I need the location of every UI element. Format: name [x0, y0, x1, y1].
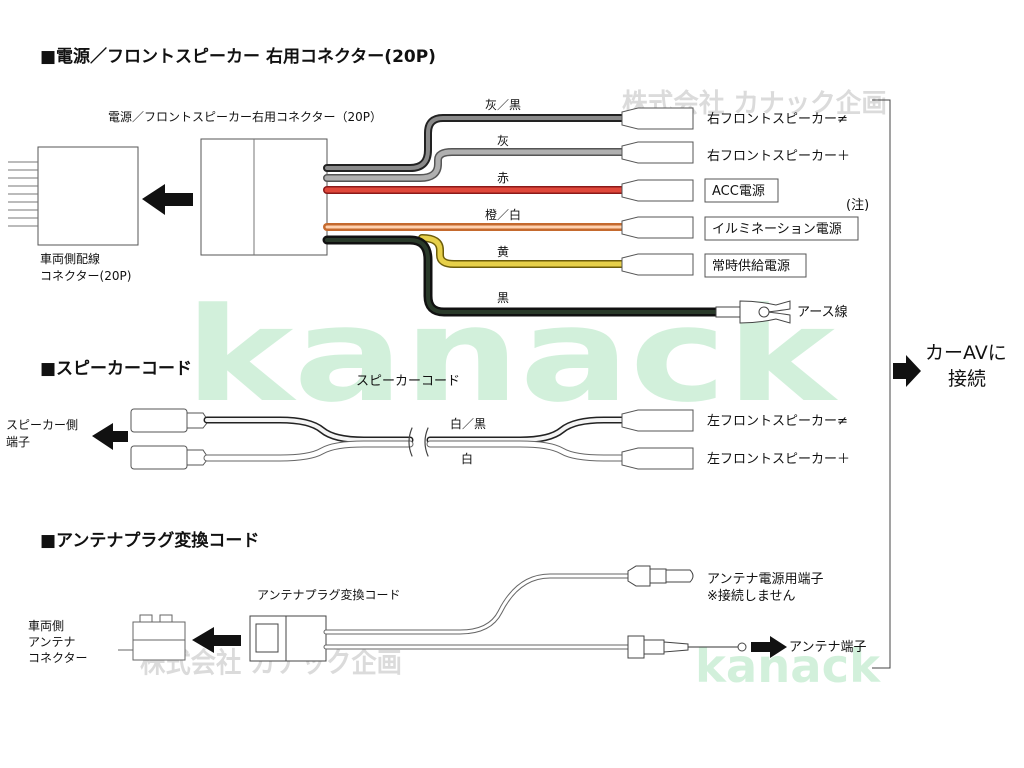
- antenna-plug-terminal: [627, 635, 747, 659]
- wire-label-red: 赤: [497, 171, 509, 185]
- terminal-left-front-speaker-pos: 左フロントスピーカー＋: [707, 452, 850, 467]
- harness-connector-20p: [200, 138, 328, 256]
- terminal-plugs-speaker: [621, 409, 694, 470]
- terminal-acc-power: ACC電源: [712, 184, 765, 199]
- car-av-bracket: [872, 99, 891, 669]
- arrow-left-icon: [92, 423, 128, 450]
- heading-speaker-cord: ■スピーカーコード: [40, 359, 192, 379]
- speaker-wire-label-white-black: 白／黒: [450, 416, 486, 431]
- terminal-plugs-power: [621, 107, 694, 276]
- heading-antenna-cord: ■アンテナプラグ変換コード: [40, 530, 259, 551]
- antenna-vehicle-label-line1: 車両側: [28, 619, 64, 633]
- wire-label-orange-white: 橙／白: [485, 207, 521, 222]
- wire-label-black: 黒: [497, 291, 509, 305]
- wire-label-gray-black: 灰／黒: [485, 98, 521, 112]
- antenna-plug-converter: [249, 615, 327, 662]
- antenna-terminal-label: アンテナ端子: [789, 640, 866, 655]
- wire-gray-black: [323, 114, 626, 172]
- antenna-cord-label: アンテナプラグ変換コード: [257, 587, 401, 602]
- speaker-side-label-line2: 端子: [6, 435, 30, 449]
- arrow-left-icon: [142, 184, 193, 215]
- speaker-plugs-left: [130, 408, 208, 470]
- vehicle-antenna-connector: [118, 614, 186, 661]
- speaker-wire-label-white: 白: [461, 451, 473, 466]
- vehicle-connector-label-line1: 車両側配線: [40, 251, 100, 266]
- terminal-ground: アース線: [797, 304, 848, 320]
- watermark-brand-small: kanack: [695, 639, 881, 693]
- car-av-label-line1: カーAVに: [925, 342, 1007, 364]
- constant-power-box: [704, 253, 807, 278]
- terminal-right-front-speaker-pos: 右フロントスピーカー＋: [707, 149, 850, 164]
- car-av-label-line2: 接続: [948, 368, 986, 390]
- note-label: (注): [846, 198, 869, 213]
- arrow-right-icon: [893, 355, 921, 387]
- watermark-brand-large: kanack: [185, 279, 838, 431]
- antenna-power-terminal-note: ※接続しません: [707, 588, 796, 604]
- wire-yellow: [418, 234, 626, 268]
- wire-label-yellow: 黄: [497, 245, 509, 259]
- antenna-power-wire: [323, 573, 631, 635]
- terminal-right-front-speaker-neg: 右フロントスピーカー≠: [707, 112, 848, 127]
- speaker-cord-label: スピーカーコード: [356, 374, 460, 389]
- arrow-left-icon: [192, 627, 241, 653]
- speaker-side-label-line1: スピーカー側: [6, 418, 78, 432]
- antenna-power-terminal: [627, 565, 694, 587]
- acc-power-box: [704, 178, 779, 203]
- ground-lug-icon: [715, 300, 791, 324]
- terminal-constant-power: 常時供給電源: [712, 259, 790, 274]
- arrow-right-icon: [751, 636, 787, 658]
- antenna-power-terminal-label: アンテナ電源用端子: [707, 572, 823, 587]
- heading-power-connector: ■電源／フロントスピーカー 右用コネクター(20P): [40, 46, 436, 67]
- vehicle-connector-label-line2: コネクター(20P): [40, 269, 131, 283]
- antenna-vehicle-label-line2: アンテナ: [28, 635, 76, 649]
- wire-label-gray: 灰: [497, 134, 509, 148]
- illumination-power-box: [704, 216, 859, 241]
- harness-connector-label: 電源／フロントスピーカー右用コネクター（20P）: [108, 109, 382, 124]
- antenna-vehicle-label-line3: コネクター: [28, 651, 88, 665]
- cord-break-mark: [408, 427, 429, 457]
- terminal-illumination-power: イルミネーション電源: [712, 222, 842, 237]
- terminal-left-front-speaker-neg: 左フロントスピーカー≠: [707, 414, 848, 429]
- vehicle-connector-20p: [8, 146, 139, 246]
